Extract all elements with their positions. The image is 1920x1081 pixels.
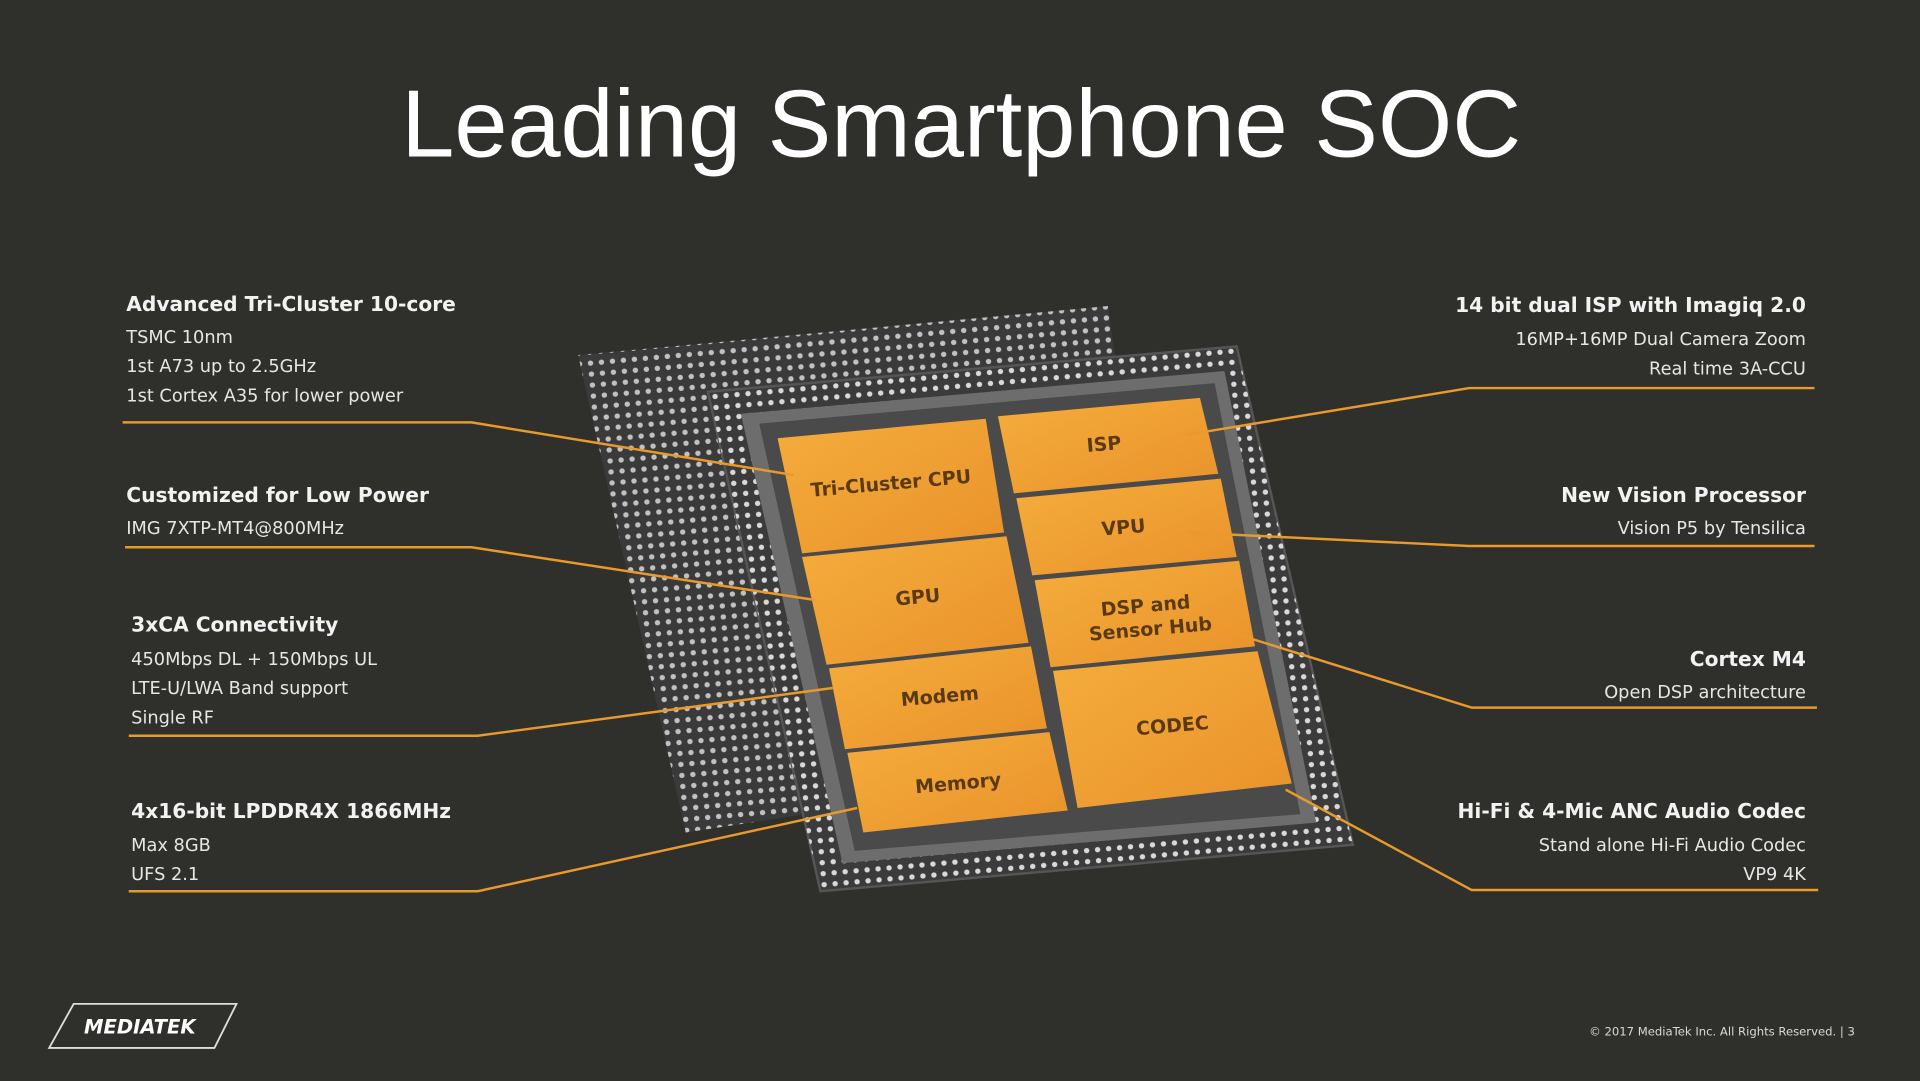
svg-text:Stand alone Hi-Fi Audio Codec: Stand alone Hi-Fi Audio Codec [1539, 836, 1806, 856]
svg-text:4x16-bit LPDDR4X 1866MHz: 4x16-bit LPDDR4X 1866MHz [131, 799, 451, 823]
svg-text:Max 8GB: Max 8GB [131, 836, 211, 856]
svg-text:TSMC 10nm: TSMC 10nm [125, 328, 233, 348]
left-callout-memory: 4x16-bit LPDDR4X 1866MHz Max 8GB UFS 2.1 [131, 799, 451, 885]
svg-text:3xCA Connectivity: 3xCA Connectivity [131, 613, 338, 637]
callout-lines [122, 386, 1819, 893]
left-callout-gpu: Customized for Low Power IMG 7XTP-MT4@80… [126, 483, 429, 539]
block-codec: CODEC [1053, 651, 1292, 808]
right-callout-codec: Hi-Fi & 4-Mic ANC Audio Codec Stand alon… [1458, 799, 1808, 885]
svg-text:Vision P5 by Tensilica: Vision P5 by Tensilica [1618, 519, 1806, 539]
svg-text:Single RF: Single RF [131, 709, 214, 729]
svg-text:Hi-Fi & 4-Mic ANC Audio Codec: Hi-Fi & 4-Mic ANC Audio Codec [1458, 799, 1806, 823]
mediatek-logo: MEDIATEK [47, 1002, 238, 1049]
block-isp: ISP [997, 397, 1219, 494]
soc-chip-illustration: Tri-Cluster CPU GPU Modem Memory ISP VPU… [578, 306, 1355, 893]
svg-text:ISP: ISP [1086, 432, 1123, 457]
svg-text:New Vision Processor: New Vision Processor [1561, 483, 1806, 507]
svg-text:IMG 7XTP-MT4@800MHz: IMG 7XTP-MT4@800MHz [126, 519, 344, 539]
right-callout-dsp: Cortex M4 Open DSP architecture [1604, 647, 1806, 703]
svg-text:450Mbps DL + 150Mbps UL: 450Mbps DL + 150Mbps UL [131, 650, 377, 670]
svg-text:Advanced Tri-Cluster 10-core: Advanced Tri-Cluster 10-core [126, 292, 456, 316]
right-callout-vpu: New Vision Processor Vision P5 by Tensil… [1561, 483, 1806, 539]
svg-text:GPU: GPU [895, 585, 942, 611]
svg-text:14 bit dual ISP with Imagiq 2.: 14 bit dual ISP with Imagiq 2.0 [1455, 293, 1806, 317]
svg-text:VP9 4K: VP9 4K [1743, 865, 1807, 885]
block-gpu: GPU [802, 536, 1029, 665]
block-cpu: Tri-Cluster CPU [777, 418, 1005, 554]
svg-text:Real time 3A-CCU: Real time 3A-CCU [1649, 360, 1806, 380]
svg-text:1st A73 up to 2.5GHz: 1st A73 up to 2.5GHz [126, 357, 316, 377]
right-callout-isp: 14 bit dual ISP with Imagiq 2.0 16MP+16M… [1455, 293, 1806, 379]
slide-title: Leading Smartphone SOC [401, 72, 1521, 178]
block-memory: Memory [847, 732, 1068, 833]
svg-text:Cortex M4: Cortex M4 [1690, 647, 1806, 671]
left-callout-cpu: Advanced Tri-Cluster 10-core TSMC 10nm 1… [125, 292, 456, 407]
left-callout-modem: 3xCA Connectivity 450Mbps DL + 150Mbps U… [131, 613, 377, 729]
svg-text:16MP+16MP Dual Camera Zoom: 16MP+16MP Dual Camera Zoom [1515, 330, 1806, 350]
svg-text:MEDIATEK: MEDIATEK [84, 1015, 197, 1038]
copyright-text: © 2017 MediaTek Inc. All Rights Reserved… [1589, 1025, 1855, 1040]
svg-text:1st Cortex A35 for lower power: 1st Cortex A35 for lower power [126, 387, 404, 407]
svg-text:Customized for Low Power: Customized for Low Power [126, 483, 429, 507]
block-dsp-sensor-hub: DSP and Sensor Hub [1034, 560, 1256, 668]
block-modem: Modem [829, 646, 1047, 750]
block-vpu: VPU [1016, 478, 1237, 576]
svg-text:UFS 2.1: UFS 2.1 [131, 865, 199, 885]
svg-text:VPU: VPU [1101, 515, 1147, 541]
svg-text:LTE-U/LWA Band support: LTE-U/LWA Band support [131, 679, 348, 699]
svg-text:Open DSP architecture: Open DSP architecture [1604, 683, 1806, 703]
